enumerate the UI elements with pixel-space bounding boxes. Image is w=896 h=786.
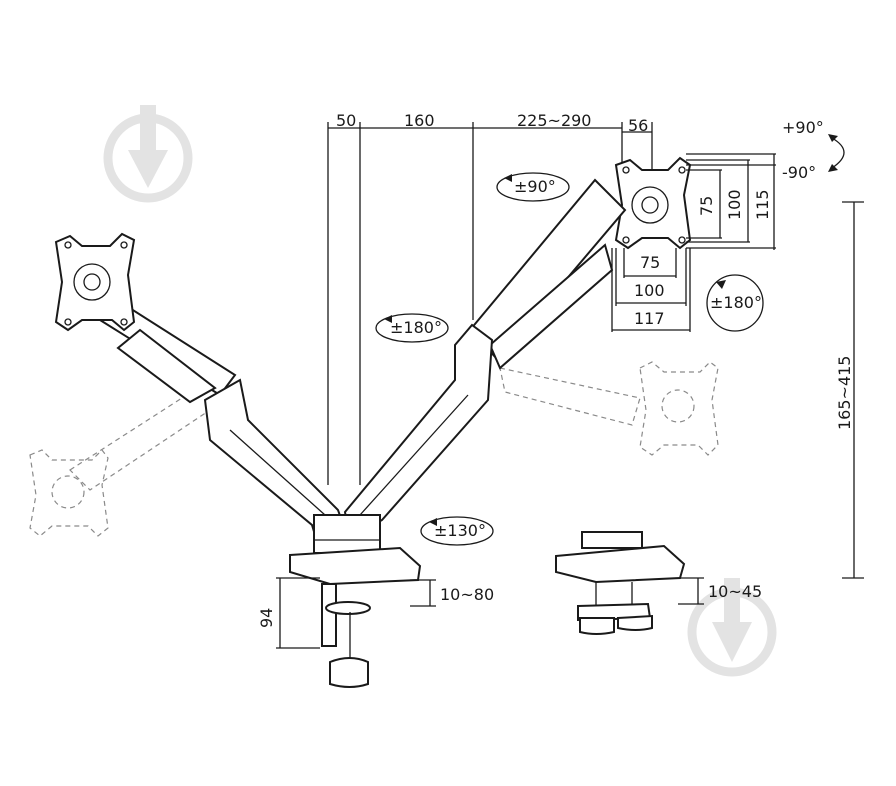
- vesa-w-100-label: 100: [634, 281, 665, 300]
- rotate-180-arm-label: ±180°: [390, 318, 442, 337]
- vesa-width-dims: [611, 248, 691, 332]
- clamp-94-dimension: [276, 577, 320, 649]
- top-dimension-lines: [327, 122, 653, 485]
- dim-top-range: 225~290: [517, 111, 591, 130]
- vesa-plate-left: [54, 232, 136, 332]
- clamp-range-2-dimension: [678, 577, 704, 605]
- vesa-h-100-label: 100: [725, 189, 744, 220]
- right-arm: [343, 178, 627, 542]
- height-dimension-line: [842, 201, 864, 579]
- clamp-range-1-label: 10~80: [440, 585, 494, 604]
- dim-top-160: 160: [404, 111, 435, 130]
- height-range-label: 165~415: [835, 356, 854, 430]
- clamp-range-2-label: 10~45: [708, 582, 762, 601]
- clamp-range-1-dimension: [410, 579, 436, 607]
- clamp-94-label: 94: [257, 608, 276, 628]
- rotate-130-icon: [420, 516, 494, 546]
- vesa-w-117-label: 117: [634, 309, 665, 328]
- ghost-arm-left: [29, 379, 226, 537]
- vesa-w-75-label: 75: [640, 253, 660, 272]
- dim-top-56: 56: [628, 116, 648, 135]
- center-column: [313, 514, 381, 554]
- desk-clamp-right: [555, 531, 686, 635]
- vesa-h-115-label: 115: [753, 189, 772, 220]
- swivel-90-label: ±90°: [514, 177, 556, 196]
- ghost-arm-right: [499, 361, 719, 456]
- swivel-90-icon: [496, 172, 570, 202]
- tilt-arrow-icon: [828, 134, 845, 172]
- tilt-down-label: -90°: [782, 163, 816, 182]
- rotate-130-label: ±130°: [434, 521, 486, 540]
- vesa-h-75-label: 75: [697, 196, 716, 216]
- dim-top-50: 50: [336, 111, 356, 130]
- rotate-180-arm-icon: [375, 313, 449, 343]
- left-arm: [98, 303, 350, 547]
- watermark-logo-icon: [687, 578, 777, 677]
- vesa-plate-right: [614, 156, 692, 250]
- tilt-up-label: +90°: [782, 118, 824, 137]
- vesa-height-dims: [686, 153, 776, 250]
- rotate-180-right-label: ±180°: [710, 293, 762, 312]
- rotate-180-right-icon: [706, 274, 764, 332]
- watermark-logo-icon: [103, 105, 193, 203]
- desk-clamp-left: [289, 546, 422, 688]
